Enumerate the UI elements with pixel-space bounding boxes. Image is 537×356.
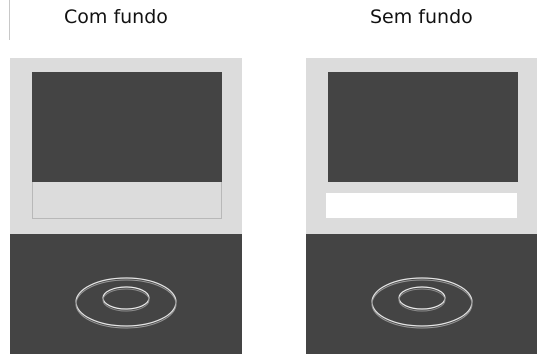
device-base [10, 234, 242, 354]
device-base [306, 234, 537, 354]
caption-with-background: Com fundo [64, 6, 168, 28]
divider [9, 0, 10, 40]
device-without-background [306, 58, 537, 354]
device-screen [328, 72, 518, 182]
click-wheel-icon [75, 277, 177, 329]
status-bar-without-background [326, 193, 517, 218]
status-bar-with-background [32, 182, 222, 219]
device-screen [32, 72, 222, 182]
device-with-background [10, 58, 242, 354]
click-wheel-icon [371, 277, 473, 329]
caption-without-background: Sem fundo [370, 6, 473, 28]
